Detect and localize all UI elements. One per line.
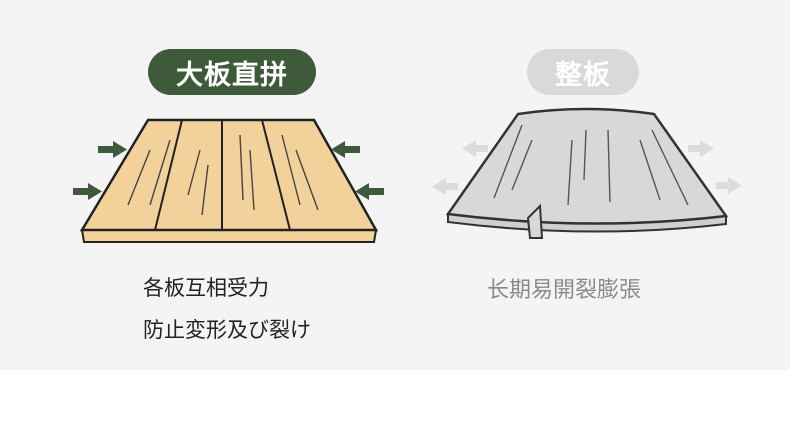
arrow-left-icon [432,178,458,195]
grain-line [567,139,573,206]
arrow-left-icon [462,140,488,157]
badge-solid-board: 整板 [527,49,639,95]
grain-line [295,149,319,211]
grain-line [249,149,255,211]
grain-line [201,164,209,216]
arrow-left-icon [355,183,384,200]
arrow-right-icon [716,177,742,194]
badge-large-board-joint: 大板直拼 [148,49,316,95]
arrow-left-icon [331,141,360,158]
board-seam-3 [261,119,291,231]
grain-line [511,139,533,191]
grain-line [281,134,301,206]
arrow-right-icon [73,183,102,200]
grain-line [639,139,661,201]
board-top [445,107,729,225]
grain-line [239,134,244,201]
grain-line [187,149,201,196]
grain-line [607,129,611,203]
board-top [79,118,379,232]
solid-board-illustration [432,107,742,239]
left-caption-line-2: 防止変形及び裂け [143,318,311,342]
grain-line [493,124,523,199]
arrow-right-icon [98,141,127,158]
arrow-right-icon [688,140,714,157]
grain-line [583,129,587,181]
board-edge [80,229,378,243]
grain-line [127,149,151,206]
grain-line [149,139,171,206]
right-caption: 长期易開裂膨張 [487,278,642,303]
board-seam-1 [154,119,183,231]
grain-line [651,129,689,206]
crack-mark [526,203,544,239]
jointed-boards-illustration [73,118,384,243]
left-caption-line-1: 各板互相受力 [143,276,269,300]
